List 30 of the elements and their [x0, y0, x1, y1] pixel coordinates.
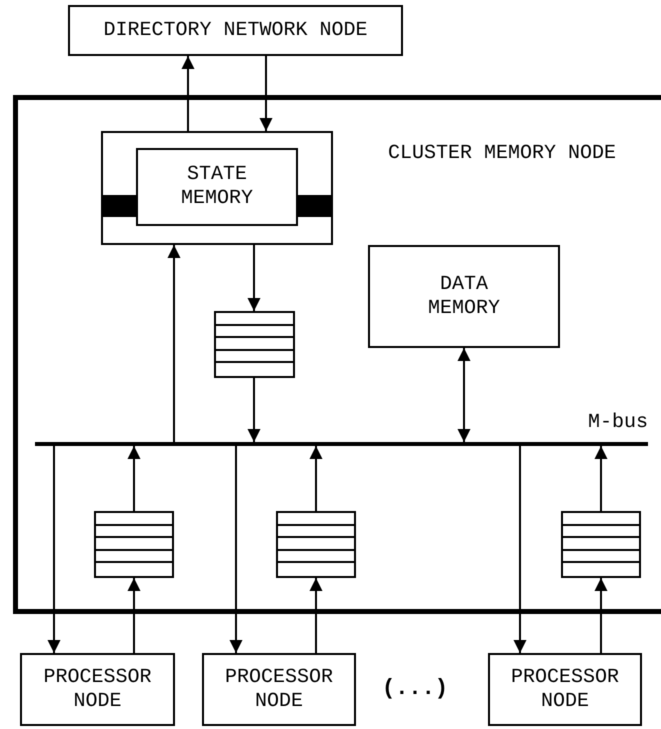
process-box: PROCESSOR NODE: [488, 653, 642, 726]
arrow: [458, 348, 470, 442]
process-box: DIRECTORY NETWORK NODE: [68, 5, 403, 56]
arrow: [48, 446, 60, 653]
process-box: STATE MEMORY: [136, 148, 298, 226]
bus-label: M-bus: [588, 412, 648, 434]
arrow: [514, 446, 526, 653]
arrow: [594, 578, 608, 653]
arrow: [128, 446, 140, 511]
process-box: PROCESSOR NODE: [202, 653, 356, 726]
process-box: DATA MEMORY: [368, 245, 560, 348]
queue-buffer: [561, 511, 641, 578]
arrow: [310, 446, 322, 511]
cluster-frame: [13, 95, 661, 614]
arrow: [168, 245, 180, 442]
arrow: [128, 578, 140, 653]
ellipsis-label: (...): [382, 675, 448, 703]
arrow: [248, 245, 260, 311]
process-box: PROCESSOR NODE: [20, 653, 175, 726]
arrow: [230, 446, 242, 653]
enclosure-box: [101, 131, 333, 245]
queue-buffer: [94, 511, 174, 578]
arrow: [310, 578, 322, 653]
arrow: [182, 56, 194, 131]
queue-buffer: [276, 511, 356, 578]
queue-buffer: [214, 311, 295, 378]
arrow: [260, 56, 272, 131]
arrow: [594, 446, 608, 511]
frame-title: CLUSTER MEMORY NODE: [388, 143, 616, 165]
arrow: [248, 378, 260, 442]
